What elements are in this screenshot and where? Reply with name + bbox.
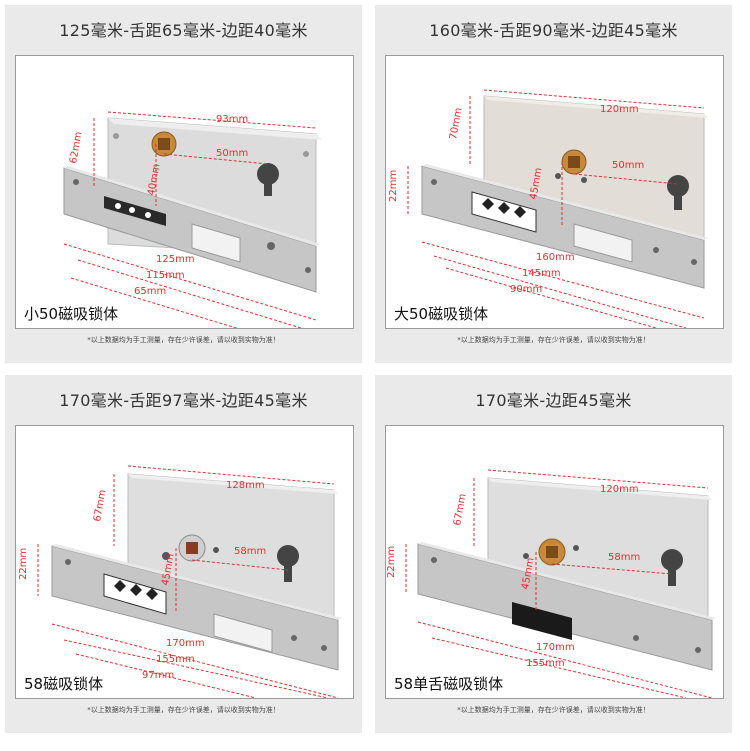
product-caption: 小50磁吸锁体 <box>22 303 121 324</box>
lock-body-illustration: 93mm 62mm 50mm 40mm 125mm 115mm 65mm <box>63 111 322 328</box>
product-image-card: 120mm 67mm 58mm 45mm 22mm 170mm 155mm 58… <box>385 425 724 699</box>
dim-hole: 58mm <box>608 552 640 563</box>
dim-plate: 170mm <box>536 642 575 653</box>
dim-faceplate: 22mm <box>388 170 399 202</box>
dim-edge: 65mm <box>134 286 166 297</box>
dim-faceplate: 22mm <box>386 546 397 578</box>
dim-height: 70mm <box>448 107 464 141</box>
product-caption: 58单舌磁吸锁体 <box>392 673 506 694</box>
dim-plate: 170mm <box>166 638 205 649</box>
lock-panel-4: 170毫米-边距45毫米 120mm <box>375 375 732 733</box>
product-image-card: 93mm 62mm 50mm 40mm 125mm 115mm 65mm 小50… <box>15 55 354 329</box>
panel-title: 170毫米-边距45毫米 <box>475 391 632 410</box>
dim-hole: 50mm <box>216 148 248 159</box>
dim-hole: 58mm <box>234 546 266 557</box>
product-caption: 58磁吸锁体 <box>22 673 106 694</box>
lock-body-illustration: 120mm 67mm 58mm 45mm 22mm 170mm 155mm <box>386 469 716 698</box>
dim-edge: 97mm <box>142 670 174 681</box>
dim-tongue: 145mm <box>522 268 561 279</box>
dim-tongue: 115mm <box>146 270 185 281</box>
dim-plate: 125mm <box>156 254 195 265</box>
lock-body-illustration: 120mm 70mm 50mm 45mm 22mm 160mm 145mm 90… <box>388 89 708 328</box>
dim-width: 93mm <box>216 114 248 125</box>
lock-panel-3: 170毫米-舌距97毫米-边距45毫米 <box>5 375 362 733</box>
dim-height: 62mm <box>68 131 84 165</box>
dim-faceplate: 22mm <box>18 548 29 580</box>
dim-plate: 160mm <box>536 252 575 263</box>
dim-height: 67mm <box>452 493 468 527</box>
lock-panel-1: 125毫米-舌距65毫米-边距40毫米 <box>5 5 362 363</box>
dim-width: 120mm <box>600 484 639 495</box>
dim-tongue: 155mm <box>156 654 195 665</box>
panel-title: 125毫米-舌距65毫米-边距40毫米 <box>59 21 308 40</box>
dim-height: 67mm <box>92 489 108 523</box>
measurement-note: *以上数据均为手工测量，存在少许误差，请以收到实物为准！ <box>457 706 650 714</box>
product-image-card: 128mm 67mm 58mm 45mm 22mm 170mm 155mm 97… <box>15 425 354 699</box>
measurement-note: *以上数据均为手工测量，存在少许误差，请以收到实物为准！ <box>457 336 650 344</box>
measurement-note: *以上数据均为手工测量，存在少许误差，请以收到实物为准！ <box>87 706 280 714</box>
panel-title: 160毫米-舌距90毫米-边距45毫米 <box>429 21 678 40</box>
dim-hole: 50mm <box>612 160 644 171</box>
dim-edge: 90mm <box>510 284 542 295</box>
lock-panel-2: 160毫米-舌距90毫米-边距45毫米 <box>375 5 732 363</box>
measurement-note: *以上数据均为手工测量，存在少许误差，请以收到实物为准！ <box>87 336 280 344</box>
dim-width: 120mm <box>600 104 639 115</box>
product-caption: 大50磁吸锁体 <box>392 303 491 324</box>
panel-title: 170毫米-舌距97毫米-边距45毫米 <box>59 391 308 410</box>
dim-tongue: 155mm <box>526 658 565 669</box>
dim-width: 128mm <box>226 480 265 491</box>
product-image-card: 120mm 70mm 50mm 45mm 22mm 160mm 145mm 90… <box>385 55 724 329</box>
lock-body-illustration: 128mm 67mm 58mm 45mm 22mm 170mm 155mm 97… <box>18 465 342 698</box>
